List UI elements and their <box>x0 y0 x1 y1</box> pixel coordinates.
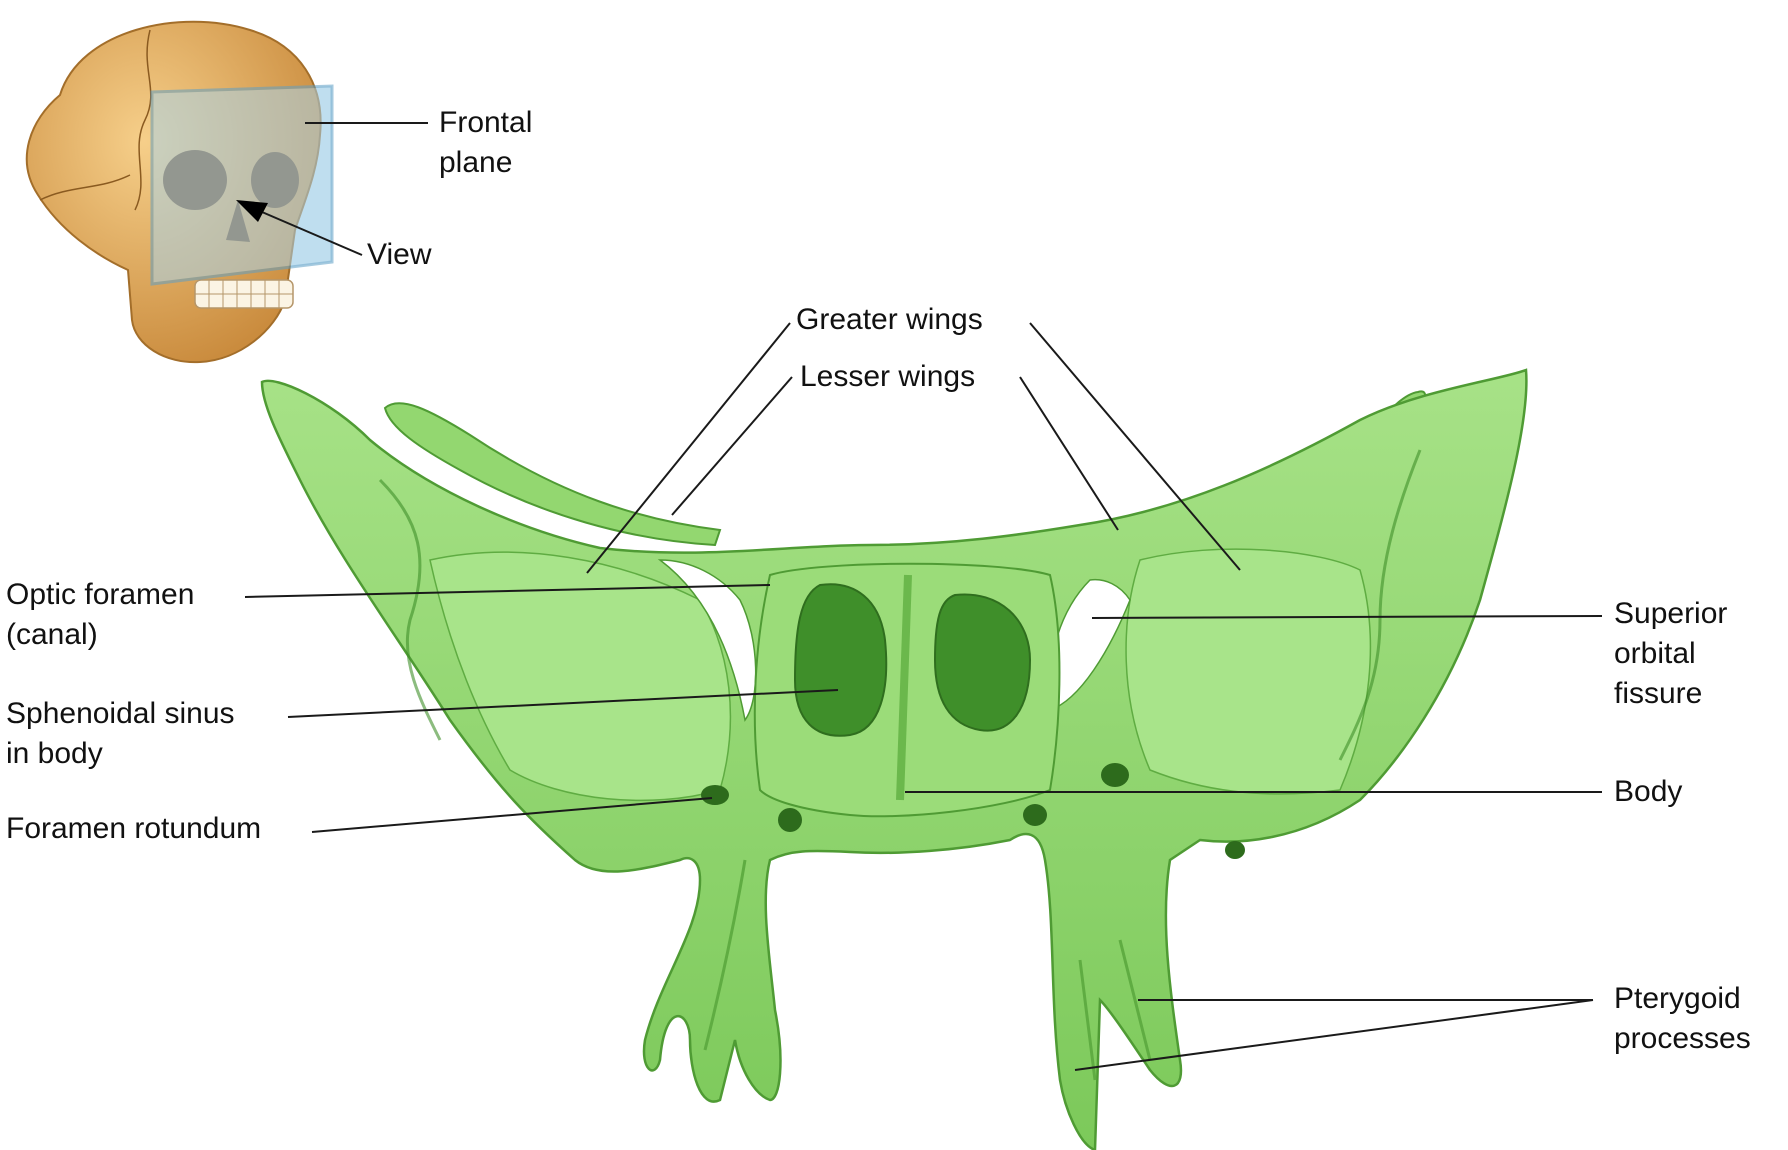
pterygoid-processes-label: Pterygoid processes <box>1614 979 1751 1059</box>
pterygoid-processes-label-line2: processes <box>1614 1019 1751 1059</box>
frontal-plane-label: Frontal plane <box>439 103 532 183</box>
foramen-right-3 <box>1225 841 1245 859</box>
greater-wings-label: Greater wings <box>796 300 983 340</box>
superior-orbital-fissure-label: Superior orbital fissure <box>1614 594 1727 714</box>
foramen-right-2 <box>1023 804 1047 826</box>
optic-foramen-label: Optic foramen (canal) <box>6 575 194 655</box>
lesser-wings-label: Lesser wings <box>800 357 975 397</box>
view-label: View <box>367 235 431 275</box>
sphenoidal-sinus-label: Sphenoidal sinus in body <box>6 694 235 774</box>
leader-lesser-wing-right <box>1020 377 1118 530</box>
sphenoidal-sinus-label-line2: in body <box>6 734 235 774</box>
optic-foramen-label-line2: (canal) <box>6 615 194 655</box>
sphenoidal-sinus-label-line1: Sphenoidal sinus <box>6 694 235 734</box>
sphenoidal-sinus-left <box>795 584 886 736</box>
superior-orbital-fissure-label-line1: Superior <box>1614 594 1727 634</box>
frontal-plane-label-line1: Frontal <box>439 103 532 143</box>
foramen-rotundum-left <box>701 785 729 805</box>
skull-inset <box>27 22 428 362</box>
pterygoid-processes-label-line1: Pterygoid <box>1614 979 1751 1019</box>
frontal-plane-label-line2: plane <box>439 143 532 183</box>
superior-orbital-fissure-label-line2: orbital <box>1614 634 1727 674</box>
body-label: Body <box>1614 772 1682 812</box>
optic-foramen-label-line1: Optic foramen <box>6 575 194 615</box>
superior-orbital-fissure-label-line3: fissure <box>1614 674 1727 714</box>
greater-wing-right <box>1126 549 1370 794</box>
foramen-left-2 <box>778 808 802 832</box>
foramen-rotundum-right <box>1101 763 1129 787</box>
frontal-plane-front <box>152 86 332 284</box>
sphenoid-bone <box>262 370 1526 1150</box>
foramen-rotundum-label: Foramen rotundum <box>6 809 261 849</box>
